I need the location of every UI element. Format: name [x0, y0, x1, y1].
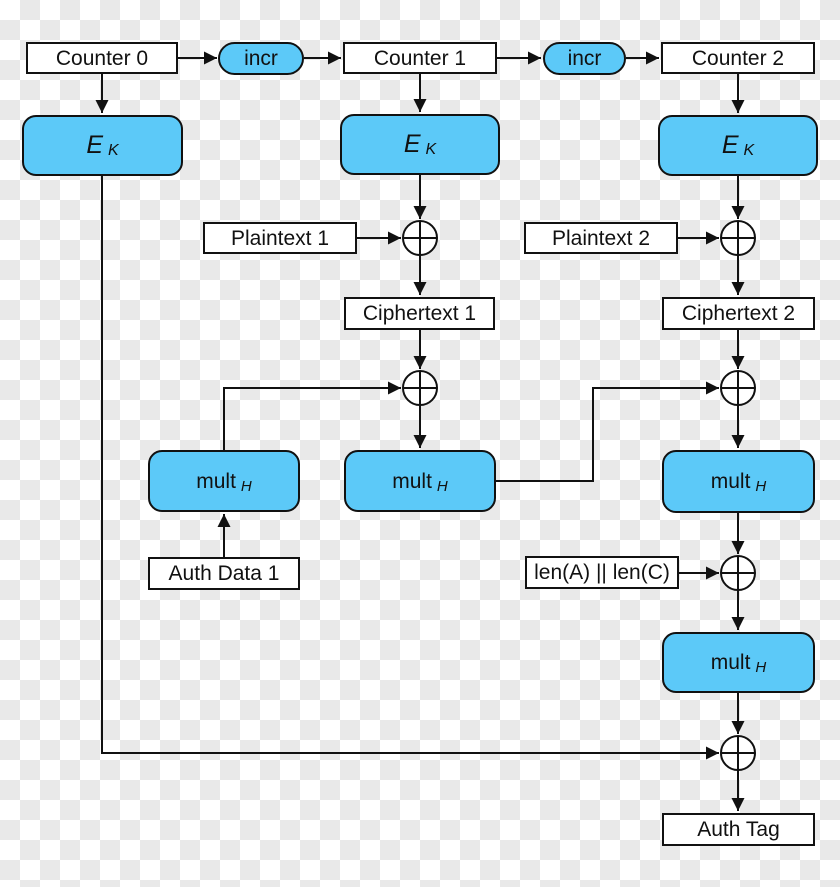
connector-mult1-xor-chain1	[223, 381, 401, 450]
len-concat-label: len(A) || len(C)	[534, 561, 670, 584]
xor-chain2-icon	[720, 370, 756, 406]
mult1-label: mult	[196, 469, 236, 493]
authtag-label: Auth Tag	[697, 818, 780, 841]
ek2-label: E	[403, 130, 421, 158]
ciphertext1-label: Ciphertext 1	[362, 302, 477, 325]
mult2-subscript: H	[436, 477, 448, 495]
connector-mult2-xor-chain2	[496, 381, 719, 482]
counter2-box: Counter 2	[661, 42, 815, 74]
xor-length-icon	[720, 555, 756, 591]
mult4-label: mult	[710, 651, 751, 674]
incr2-pill: incr	[543, 42, 626, 75]
ciphertext1-box: Ciphertext 1	[344, 297, 495, 330]
mult2-label: mult	[392, 469, 432, 493]
authdata1-box: Auth Data 1	[148, 557, 300, 590]
ciphertext2-box: Ciphertext 2	[662, 297, 815, 330]
counter1-box: Counter 1	[343, 42, 497, 74]
mult3-subscript: H	[755, 478, 767, 495]
ek1-subscript: K	[108, 141, 119, 159]
mult1-subscript: H	[240, 477, 252, 495]
mult3-label: mult	[710, 470, 751, 493]
ek3-label: E	[721, 131, 739, 159]
authdata1-label: Auth Data 1	[168, 562, 280, 585]
connector-ek1-xor-final	[101, 176, 719, 760]
counter2-label: Counter 2	[691, 46, 785, 70]
authtag-box: Auth Tag	[662, 813, 815, 846]
ciphertext2-label: Ciphertext 2	[681, 302, 796, 325]
ek2-subscript: K	[425, 140, 437, 158]
xor-plaintext1-icon	[402, 220, 438, 256]
incr1-label: incr	[244, 47, 278, 70]
counter0-label: Counter 0	[55, 46, 149, 70]
xor-chain1-icon	[402, 370, 438, 406]
plaintext1-label: Plaintext 1	[230, 226, 330, 250]
incr2-label: incr	[567, 47, 602, 70]
ek1-label: E	[86, 131, 103, 159]
ek3-subscript: K	[743, 141, 755, 159]
plaintext2-label: Plaintext 2	[551, 226, 651, 250]
mult4-subscript: H	[755, 659, 767, 676]
plaintext1-box: Plaintext 1	[203, 222, 357, 254]
counter1-label: Counter 1	[373, 46, 467, 70]
plaintext2-box: Plaintext 2	[524, 222, 678, 254]
counter0-box: Counter 0	[26, 42, 178, 74]
xor-plaintext2-icon	[720, 220, 756, 256]
incr1-pill: incr	[218, 42, 304, 75]
len-concat-box: len(A) || len(C)	[525, 556, 679, 589]
xor-final-icon	[720, 735, 756, 771]
